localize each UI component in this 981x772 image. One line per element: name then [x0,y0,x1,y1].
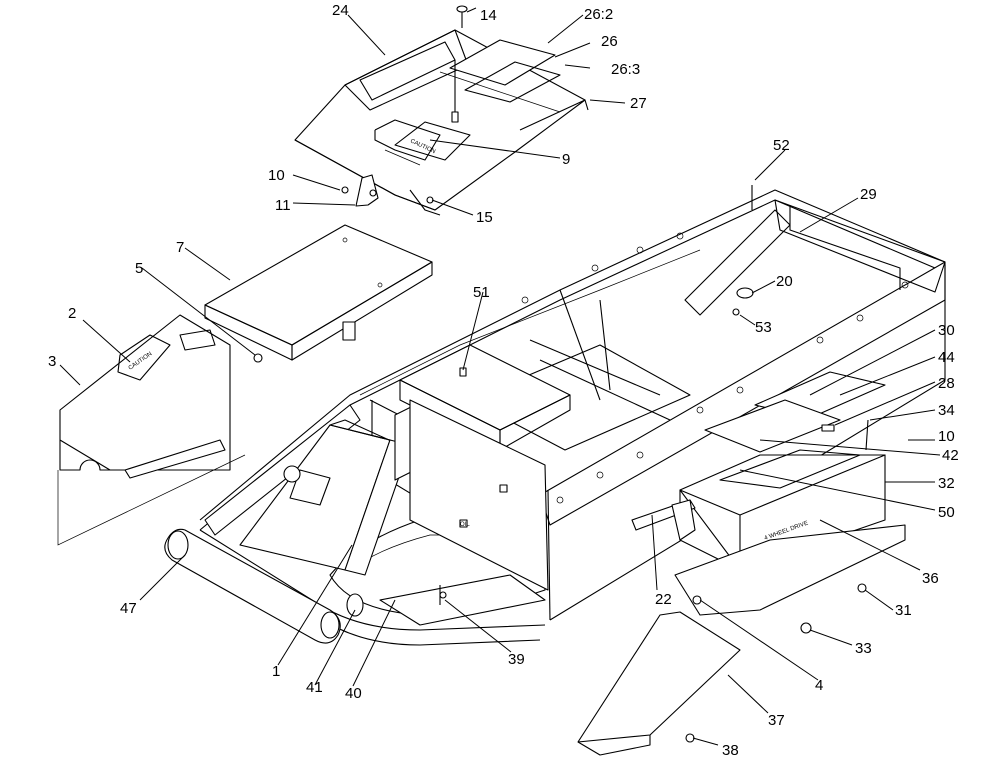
center-panel-part: OIL [394,399,549,591]
callout-33: 33 [855,640,872,657]
callout-38: 38 [722,742,739,759]
nut-part-2 [800,622,812,634]
front-bar-part [164,528,364,644]
leader-lines [59,7,941,746]
callout-22: 22 [655,591,672,608]
callout-53: 53 [755,319,772,336]
callout-52: 52 [773,137,790,154]
front-shroud-part [239,419,411,576]
nut-part-5 [685,733,695,743]
callout-44: 44 [938,349,955,366]
clip-part [736,287,754,299]
callout-37: 37 [768,712,785,729]
callout-4: 4 [815,677,823,694]
callout-39: 39 [508,651,525,668]
latch-part [341,174,434,207]
callout-27: 27 [630,95,647,112]
nut-part-3 [857,583,867,593]
callout-29: 29 [860,186,877,203]
callout-47: 47 [120,600,137,617]
rod-part [519,99,589,131]
callout-9: 9 [562,151,570,168]
callout-11: 11 [275,197,291,214]
callout-20: 20 [776,273,793,290]
callout-24: 24 [332,2,349,19]
callout-41: 41 [306,679,323,696]
callout-26-2: 26:2 [584,6,613,23]
callout-36: 36 [922,570,939,587]
callout-40: 40 [345,685,362,702]
oil-mark-text: OIL [460,522,470,528]
callout-34: 34 [938,402,955,419]
callout-26: 26 [601,33,618,50]
bracket-part [821,424,835,432]
bolt-part-2 [865,419,869,451]
callout-50: 50 [938,504,955,521]
bottom-plate-part [674,524,906,616]
floor-plate-part [379,574,546,626]
callout-labels: 24 14 26:2 26 26:3 27 9 10 11 15 52 29 2… [48,2,959,759]
left-side-panel-part: CAUTION [59,314,231,479]
callout-28: 28 [938,375,955,392]
callout-30: 30 [938,322,955,339]
callout-5: 5 [135,260,143,277]
callout-14: 14 [480,7,497,24]
nut-part-6 [732,308,740,316]
panel-outline-part [57,454,246,546]
callout-26-3: 26:3 [611,61,640,78]
bolt-part [456,5,468,28]
callout-32: 32 [938,475,955,492]
callout-15: 15 [476,209,493,226]
callout-10-top: 10 [268,167,285,184]
left-top-panel-part [204,224,433,361]
callout-42: 42 [942,447,959,464]
callout-1: 1 [272,663,280,680]
seat-plate-part [449,39,561,123]
nut-part-4 [692,595,702,605]
tunnel-cover-part [577,611,741,756]
top-plate-part [704,399,841,453]
callout-10-right: 10 [938,428,955,445]
wheel-drive-housing-part: 4 WHEEL DRIVE [679,449,886,571]
callout-2: 2 [68,305,76,322]
callout-31: 31 [895,602,912,619]
nut-part [253,353,263,363]
callout-7: 7 [176,239,184,256]
callout-3: 3 [48,353,56,370]
callout-51: 51 [473,284,490,301]
lever-part [631,499,696,541]
